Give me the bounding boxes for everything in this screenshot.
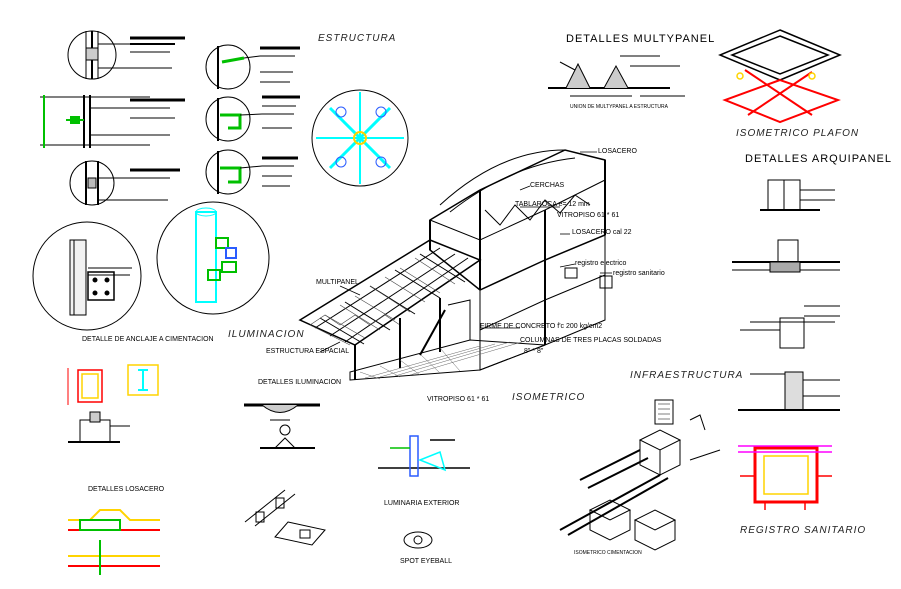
connection-detail-2: [40, 95, 185, 148]
annotation-losacero: LOSACERO: [598, 148, 637, 155]
annotation-estructura-espacial: ESTRUCTURA ESPACIAL: [266, 348, 350, 355]
caption-spot-eyeball: SPOT EYEBALL: [400, 558, 453, 565]
losacero-section-3: [68, 509, 160, 575]
connection-detail-4: [205, 44, 300, 90]
annotation-tablaroca: TABLAROCA e= 12 mm: [515, 201, 590, 208]
isometric-ceiling: [718, 29, 842, 124]
annotation-columnas-dim: 8" * 8": [524, 348, 544, 355]
title-detalles-arquipanel: DETALLES ARQUIPANEL: [745, 153, 892, 165]
luminaria-exterior-detail: [378, 435, 470, 477]
connection-detail-1: [67, 30, 185, 80]
leader-lines: [319, 151, 612, 353]
annotation-vitropiso-upper: VITROPISO 61 * 61: [557, 212, 620, 219]
caption-luminaria-exterior: LUMINARIA EXTERIOR: [384, 500, 460, 507]
arquipanel-details: [732, 179, 840, 411]
caption-detalles-iluminacion: DETALLES ILUMINACION: [258, 379, 342, 386]
connection-detail-6: [205, 149, 298, 195]
title-isometrico: ISOMETRICO: [512, 392, 586, 403]
caption-detalles-losacero: DETALLES LOSACERO: [88, 486, 165, 493]
annotation-columnas: COLUMNAS DE TRES PLACAS SOLDADAS: [520, 337, 662, 344]
annotation-losacero-cal: LOSACERO cal 22: [572, 229, 632, 236]
annotation-registro-electrico: registro electrico: [575, 260, 627, 267]
infrastructure-isometric: [559, 399, 721, 551]
space-frame-node-detail: [311, 89, 409, 187]
annotation-cerchas: CERCHAS: [530, 182, 565, 189]
title-infraestructura: INFRAESTRUCTURA: [630, 370, 744, 381]
connection-detail-5: [205, 95, 300, 142]
registro-sanitario-detail: [738, 445, 832, 510]
lighting-detail-2: [244, 489, 326, 546]
title-isometrico-plafon: ISOMETRICO PLAFON: [736, 128, 860, 139]
spot-eyeball-detail: [403, 531, 433, 549]
anchor-detail: [32, 221, 142, 331]
title-detalles-multypanel: DETALLES MULTYPANEL: [566, 33, 716, 45]
column-node-detail: [156, 201, 270, 315]
losacero-section-2: [68, 411, 130, 443]
annotation-registro-sanitario: registro sanitario: [613, 270, 665, 277]
losacero-section-1: [67, 364, 159, 405]
annotation-vitropiso-lower: VITROPISO 61 * 61: [427, 396, 490, 403]
caption-detalle-anclaje: DETALLE DE ANCLAJE A CIMENTACION: [82, 336, 214, 343]
title-iluminacion: ILUMINACION: [228, 329, 305, 340]
title-estructura: ESTRUCTURA: [318, 33, 397, 44]
annotation-multipanel: MULTIPANEL: [316, 279, 359, 286]
annotation-firme-concreto: FIRME DE CONCRETO f'c 200 kg/cm2: [480, 323, 603, 330]
caption-isometrico-cimentacion: ISOMETRICO CIMENTACION: [574, 550, 642, 556]
multypanel-detail: [548, 55, 685, 97]
isometric-building: [298, 149, 613, 381]
lighting-detail-1: [244, 403, 320, 449]
caption-union-multypanel: UNION DE MULTYPANEL A ESTRUCTURA: [570, 104, 668, 110]
connection-detail-3: [69, 160, 180, 206]
title-registro-sanitario: REGISTRO SANITARIO: [740, 525, 867, 536]
